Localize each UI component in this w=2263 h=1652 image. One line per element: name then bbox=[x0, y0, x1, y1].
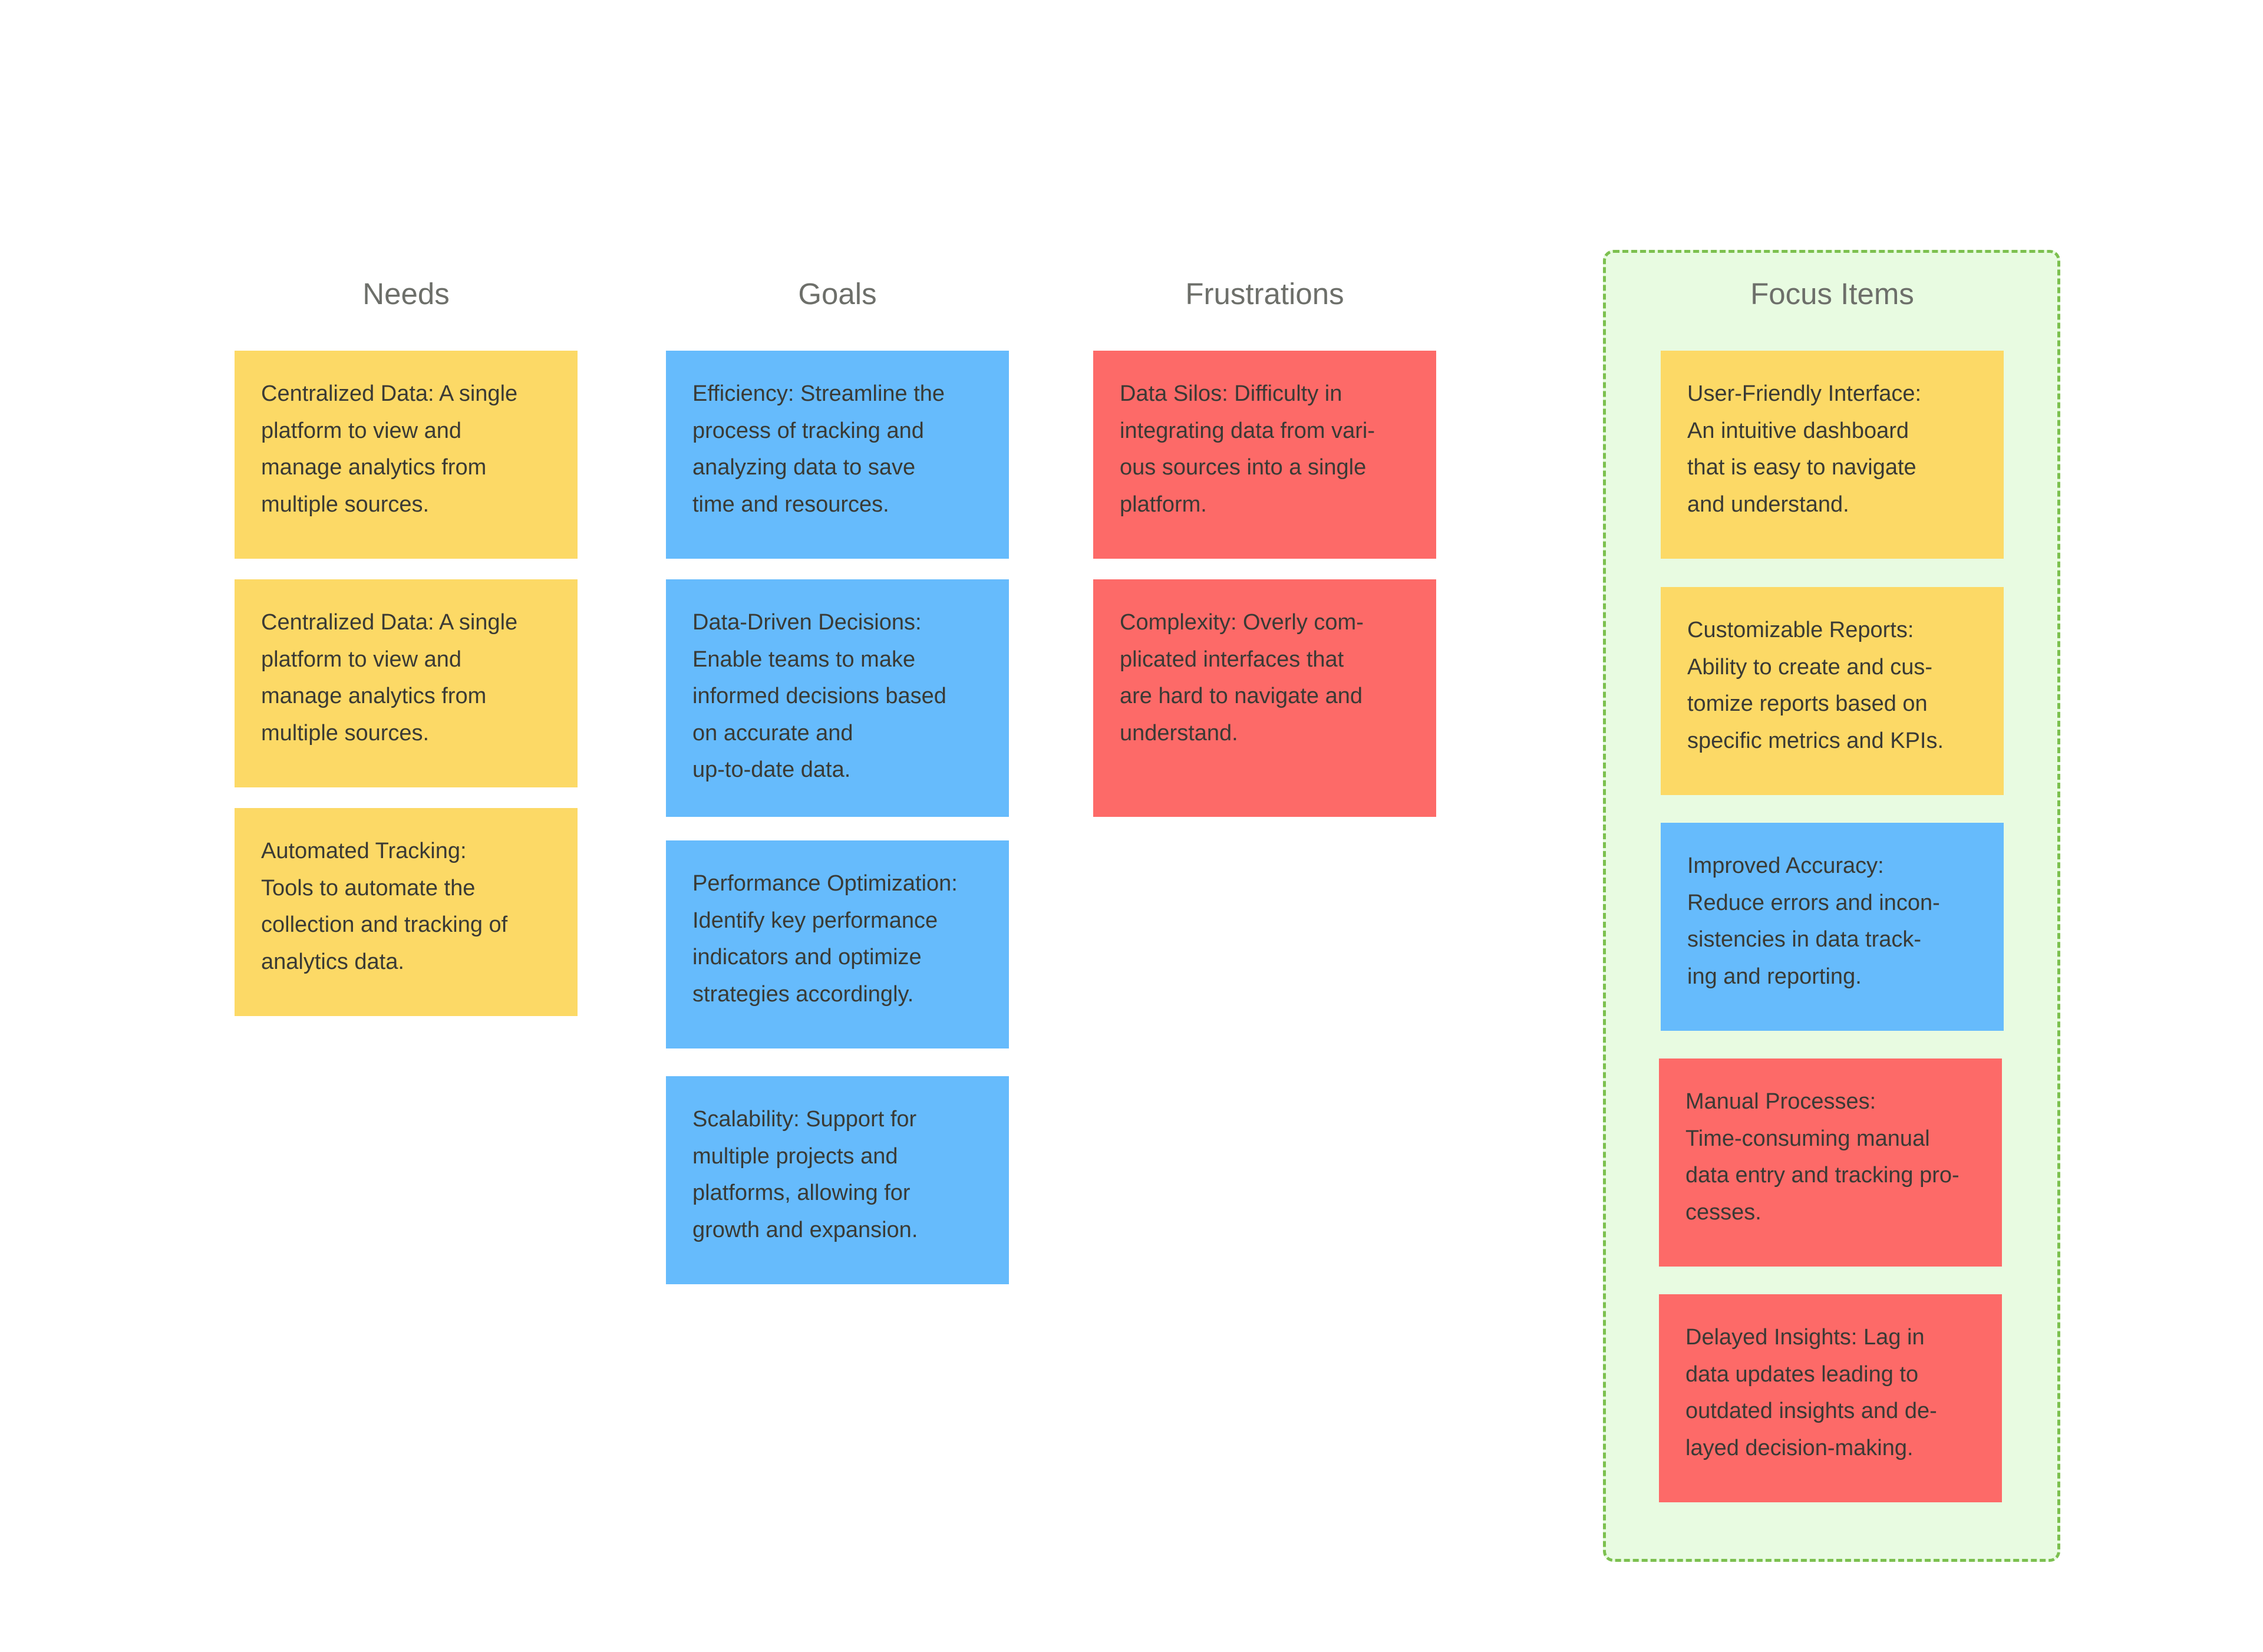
goals-card[interactable]: Performance Optimization: Identify key p… bbox=[666, 840, 1009, 1048]
focus-item-card[interactable]: Improved Accuracy: Reduce errors and inc… bbox=[1661, 823, 2004, 1031]
focus-item-card[interactable]: Customizable Reports: Ability to create … bbox=[1661, 587, 2004, 795]
frustrations-card[interactable]: Data Silos: Difficulty in integrating da… bbox=[1093, 351, 1436, 559]
focus-item-card[interactable]: User-Friendly Interface: An intuitive da… bbox=[1661, 351, 2004, 559]
focus-item-card[interactable]: Manual Processes: Time-consuming manual … bbox=[1659, 1059, 2002, 1267]
goals-card[interactable]: Scalability: Support for multiple projec… bbox=[666, 1076, 1009, 1284]
needs-heading: Needs bbox=[362, 277, 450, 311]
frustrations-heading: Frustrations bbox=[1185, 277, 1344, 311]
needs-card[interactable]: Centralized Data: A single platform to v… bbox=[235, 351, 578, 559]
focus-items-heading: Focus Items bbox=[1750, 277, 1914, 311]
needs-card[interactable]: Centralized Data: A single platform to v… bbox=[235, 579, 578, 787]
goals-heading: Goals bbox=[798, 277, 877, 311]
goals-card[interactable]: Data-Driven Decisions: Enable teams to m… bbox=[666, 579, 1009, 817]
frustrations-card[interactable]: Complexity: Overly com- plicated interfa… bbox=[1093, 579, 1436, 817]
goals-card[interactable]: Efficiency: Streamline the process of tr… bbox=[666, 351, 1009, 559]
needs-card[interactable]: Automated Tracking: Tools to automate th… bbox=[235, 808, 578, 1016]
focus-item-card[interactable]: Delayed Insights: Lag in data updates le… bbox=[1659, 1294, 2002, 1502]
